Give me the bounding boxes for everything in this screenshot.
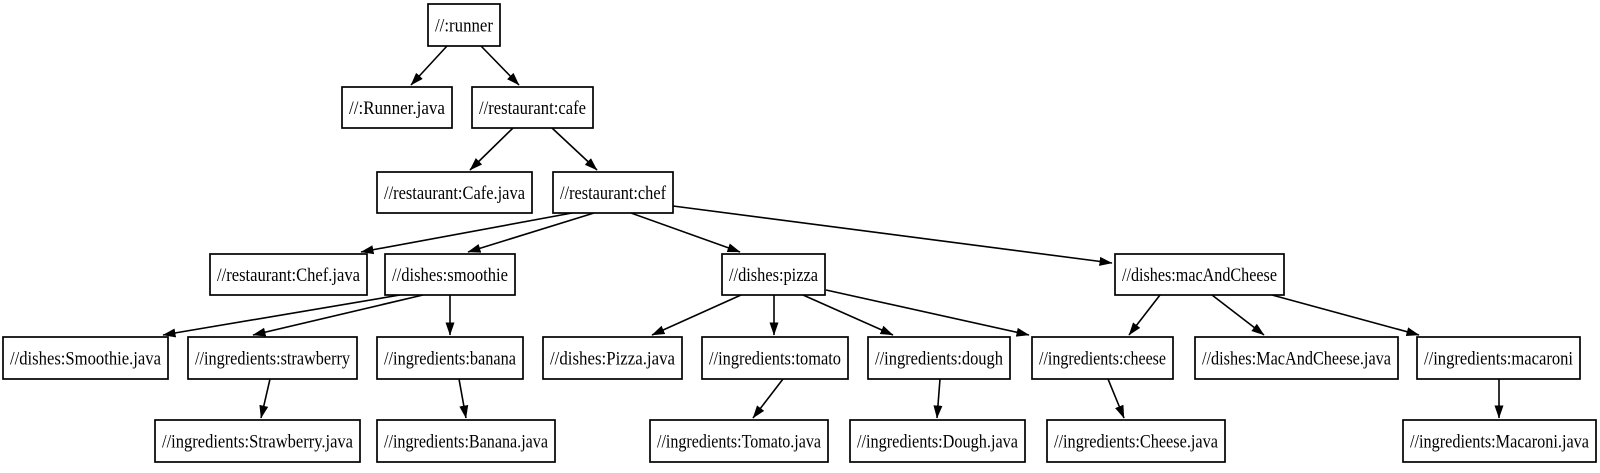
node-label: //:Runner.java <box>349 98 446 119</box>
edge-mac-and-cheese-to-macaroni <box>1271 294 1420 337</box>
node-banana: //ingredients:banana <box>376 336 524 380</box>
node-label: //dishes:Pizza.java <box>550 349 675 370</box>
node-cafe: //restaurant:cafe <box>471 86 594 129</box>
edge-smoothie-to-smoothie-java <box>162 294 401 338</box>
node-tomato: //ingredients:tomato <box>701 336 849 380</box>
edge-banana-to-banana-java <box>458 378 469 419</box>
edge-mac-and-cheese-to-mac-and-cheese-java <box>1211 294 1265 336</box>
node-box <box>1416 336 1581 380</box>
node-box <box>209 253 368 296</box>
node-strawberry: //ingredients:strawberry <box>187 336 358 380</box>
node-label: //ingredients:macaroni <box>1424 349 1573 370</box>
edge-runner-to-runner-java <box>410 45 448 86</box>
node-pizza: //dishes:pizza <box>721 253 826 296</box>
node-label: //dishes:Smoothie.java <box>10 349 161 370</box>
node-label: //ingredients:tomato <box>709 349 841 370</box>
node-label: //ingredients:Dough.java <box>857 432 1018 453</box>
edge-cafe-to-chef <box>551 127 598 171</box>
node-box <box>376 336 524 380</box>
node-macaroni: //ingredients:macaroni <box>1416 336 1581 380</box>
node-label: //restaurant:Chef.java <box>217 265 360 286</box>
node-label: //ingredients:dough <box>875 349 1003 370</box>
node-label: //dishes:smoothie <box>392 265 508 286</box>
node-tomato-java: //ingredients:Tomato.java <box>649 419 829 463</box>
node-box <box>1114 253 1285 296</box>
node-label: //ingredients:strawberry <box>195 349 350 370</box>
edge-pizza-to-cheese <box>825 289 1030 337</box>
edge-dough-to-dough-java <box>933 378 943 419</box>
node-label: //ingredients:Tomato.java <box>657 432 821 453</box>
node-box <box>384 253 516 296</box>
node-label: //:runner <box>435 16 494 37</box>
edge-cheese-to-cheese-java <box>1107 378 1125 419</box>
edge-chef-to-pizza <box>630 212 741 253</box>
node-runner: //:runner <box>427 3 501 47</box>
node-mac-and-cheese: //dishes:macAndCheese <box>1114 253 1285 296</box>
node-box <box>341 86 453 129</box>
node-box <box>701 336 849 380</box>
node-cheese: //ingredients:cheese <box>1031 336 1174 380</box>
node-dough: //ingredients:dough <box>867 336 1011 380</box>
node-mac-and-cheese-java: //dishes:MacAndCheese.java <box>1194 336 1399 380</box>
node-chef: //restaurant:chef <box>552 171 674 214</box>
node-label: //ingredients:Cheese.java <box>1054 432 1218 453</box>
node-box <box>1046 419 1226 463</box>
node-box <box>849 419 1026 463</box>
node-label: //ingredients:cheese <box>1039 349 1166 370</box>
node-label: //ingredients:Banana.java <box>384 432 548 453</box>
node-runner-java: //:Runner.java <box>341 86 453 129</box>
edge-pizza-to-pizza-java <box>651 294 742 336</box>
node-box <box>649 419 829 463</box>
node-smoothie: //dishes:smoothie <box>384 253 516 296</box>
node-label: //restaurant:cafe <box>479 98 586 119</box>
edge-chef-to-mac-and-cheese <box>672 205 1113 266</box>
node-chef-java: //restaurant:Chef.java <box>209 253 368 296</box>
node-box <box>427 3 501 47</box>
edge-chef-to-smoothie <box>467 212 595 253</box>
node-box <box>471 86 594 129</box>
node-box <box>154 419 361 463</box>
node-label: //ingredients:Strawberry.java <box>162 432 353 453</box>
edge-mac-and-cheese-to-cheese <box>1128 294 1161 336</box>
node-box <box>187 336 358 380</box>
node-label: //ingredients:Macaroni.java <box>1410 432 1589 453</box>
node-label: //ingredients:banana <box>384 349 516 370</box>
node-label: //dishes:macAndCheese <box>1122 265 1277 286</box>
edge-smoothie-to-strawberry <box>252 294 424 337</box>
node-box <box>376 171 533 214</box>
edge-pizza-to-dough <box>802 294 894 336</box>
edge-runner-to-cafe <box>480 45 520 86</box>
edge-layer <box>162 45 1504 419</box>
node-label: //dishes:MacAndCheese.java <box>1202 349 1391 370</box>
edge-chef-to-chef-java <box>360 212 573 255</box>
node-label: //dishes:pizza <box>729 265 818 286</box>
node-cafe-java: //restaurant:Cafe.java <box>376 171 533 214</box>
node-label: //restaurant:chef <box>560 183 667 204</box>
node-macaroni-java: //ingredients:Macaroni.java <box>1402 419 1597 463</box>
edge-strawberry-to-strawberry-java <box>259 378 271 419</box>
node-box <box>867 336 1011 380</box>
node-box <box>2 336 169 380</box>
node-box <box>542 336 683 380</box>
node-box <box>1402 419 1597 463</box>
node-box <box>376 419 556 463</box>
edge-tomato-to-tomato-java <box>752 378 784 419</box>
node-box <box>1031 336 1174 380</box>
edge-cafe-to-cafe-java <box>469 127 514 171</box>
node-banana-java: //ingredients:Banana.java <box>376 419 556 463</box>
node-cheese-java: //ingredients:Cheese.java <box>1046 419 1226 463</box>
node-label: //restaurant:Cafe.java <box>384 183 525 204</box>
node-layer: //:runner //:Runner.java //restaurant:cafe… <box>2 3 1597 463</box>
node-dough-java: //ingredients:Dough.java <box>849 419 1026 463</box>
node-box <box>552 171 674 214</box>
node-box <box>1194 336 1399 380</box>
node-smoothie-java: //dishes:Smoothie.java <box>2 336 169 380</box>
node-box <box>721 253 826 296</box>
node-strawberry-java: //ingredients:Strawberry.java <box>154 419 361 463</box>
node-pizza-java: //dishes:Pizza.java <box>542 336 683 380</box>
